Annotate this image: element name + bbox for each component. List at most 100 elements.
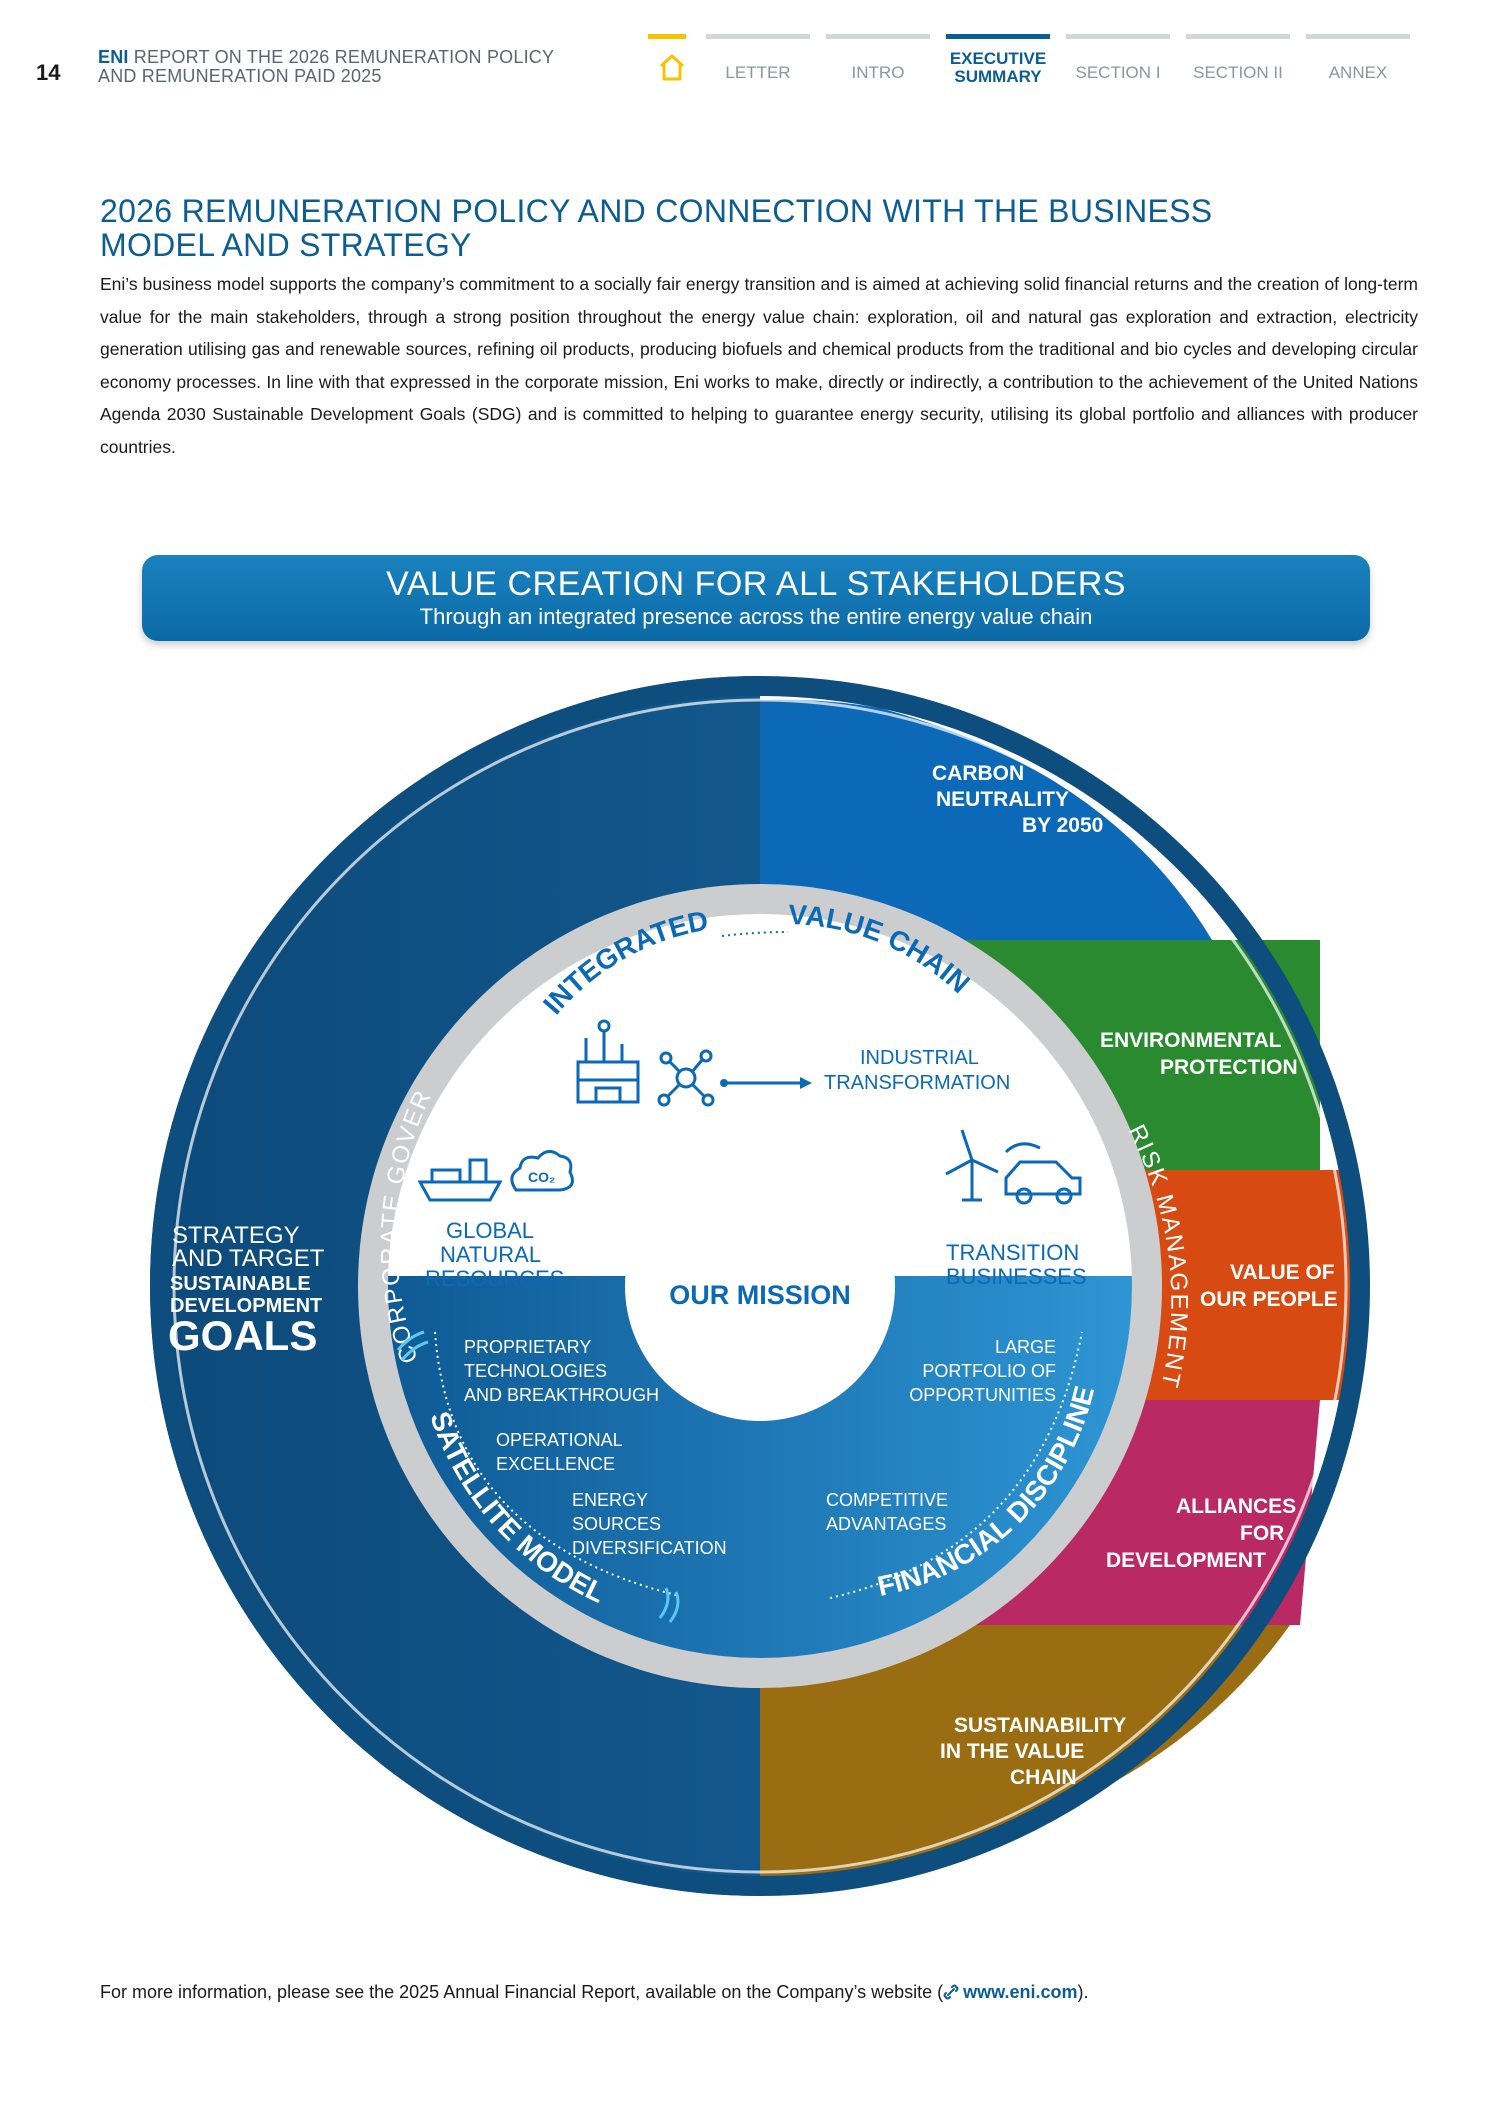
link-icon [943, 1984, 959, 2000]
wind-turbine-icon [945, 1129, 999, 1202]
report-title-line1: ENI REPORT ON THE 2026 REMUNERATION POLI… [98, 47, 555, 67]
nav-tab-label-line2: SUMMARY [954, 67, 1042, 86]
strategy-line1: STRATEGY [172, 1222, 300, 1249]
sustainability-line2: IN THE VALUE [940, 1740, 1084, 1763]
banner-subtitle: Through an integrated presence across th… [419, 604, 1093, 629]
nav-tab-label-line1: EXECUTIVE [949, 49, 1047, 68]
strategy-line4: DEVELOPMENT [170, 1295, 322, 1317]
dotted-connector-top [721, 931, 789, 937]
portfolio-line2: PORTFOLIO OF [922, 1361, 1056, 1381]
portfolio-line1: LARGE [995, 1337, 1056, 1357]
environment-line1: ENVIRONMENTAL [1100, 1029, 1282, 1052]
energy-line1: ENERGY [572, 1490, 648, 1510]
proprietary-line3: AND BREAKTHROUGH [464, 1385, 659, 1405]
nav-tab-label: SECTION I [1075, 63, 1161, 82]
nav-home-bar [648, 34, 686, 39]
footnote-text: For more information, please see the 202… [100, 1982, 944, 2002]
dotted-connector-right [829, 1331, 1083, 1599]
nav-tab-bar [1306, 34, 1410, 39]
co2-mark: CO₂ [528, 1169, 555, 1185]
wave-icon [396, 1330, 680, 1623]
nav-tab-label: INTRO [851, 63, 905, 82]
network-icon [657, 1049, 715, 1107]
nav-tab-bar [1066, 34, 1170, 39]
carbon-line1: CARBON [932, 762, 1024, 785]
page-number: 14 [36, 60, 61, 85]
nav-tab-bar [706, 34, 810, 39]
electric-car-icon [1004, 1142, 1082, 1205]
operational-line2: EXCELLENCE [496, 1454, 615, 1474]
proprietary-line2: TECHNOLOGIES [464, 1361, 607, 1381]
nav-tab-label: LETTER [725, 63, 791, 82]
carbon-line3: BY 2050 [1022, 814, 1103, 837]
section-title-line1: 2026 REMUNERATION POLICY AND CONNECTION … [100, 193, 1213, 229]
ship-icon [417, 1158, 503, 1202]
people-line1: VALUE OF [1230, 1261, 1335, 1284]
business-model-diagram: INTEGRATED VALUE CHAIN CORPORATE GOVERNA… [0, 660, 1370, 1896]
eni-website-link[interactable]: www.eni.com [943, 1982, 1078, 2002]
nav-tab-executive-summary[interactable]: EXECUTIVE SUMMARY [946, 34, 1050, 94]
section-title-line2: MODEL AND STRATEGY [100, 227, 472, 263]
industrial-line1: INDUSTRIAL [860, 1047, 979, 1069]
nav-tab-bar [946, 34, 1050, 39]
footnote: For more information, please see the 202… [100, 1982, 1089, 2003]
nav-tab-label: EXECUTIVE SUMMARY [946, 50, 1050, 86]
intro-paragraph: Eni’s business model supports the compan… [100, 274, 1418, 457]
transition-line2: BUSINESSES [946, 1264, 1087, 1289]
strategy-line2: AND TARGET [172, 1245, 325, 1272]
footnote-text-end: ). [1077, 1982, 1089, 2002]
alliances-line3: DEVELOPMENT [1106, 1549, 1266, 1572]
outer-rim [150, 676, 1370, 1896]
outer-rim-line [172, 698, 1348, 1874]
operational-line1: OPERATIONAL [496, 1430, 623, 1450]
strategy-line3: SUSTAINABLE [170, 1273, 311, 1295]
report-title: ENI REPORT ON THE 2026 REMUNERATION POLI… [98, 48, 554, 86]
co2-cloud-icon: CO₂ [510, 1150, 574, 1192]
carbon-line2: NEUTRALITY [936, 788, 1069, 811]
strategy-label: STRATEGY AND TARGET SUSTAINABLE DEVELOPM… [168, 1222, 325, 1359]
global-line2: NATURAL [440, 1242, 541, 1267]
refinery-icon [576, 1019, 640, 1104]
eni-website-link-text[interactable]: www.eni.com [963, 1982, 1078, 2002]
sustainability-line3: CHAIN [1010, 1766, 1077, 1789]
arrow-connector [720, 1077, 812, 1089]
proprietary-line1: PROPRIETARY [464, 1337, 591, 1357]
strategy-goals: GOALS [168, 1312, 317, 1359]
transition-line1: TRANSITION [946, 1240, 1079, 1265]
brand: ENI [98, 47, 129, 67]
nav-home[interactable] [648, 34, 686, 94]
mission-label: OUR MISSION [669, 1280, 851, 1310]
nav-tab-label: ANNEX [1328, 63, 1388, 82]
nav-tab-intro[interactable]: INTRO [826, 34, 930, 94]
nav-tab-section-i[interactable]: SECTION I [1066, 34, 1170, 94]
section-title: 2026 REMUNERATION POLICY AND CONNECTION … [100, 194, 1420, 262]
nav-tab-label: SECTION II [1193, 63, 1283, 82]
nav-tab-annex[interactable]: ANNEX [1306, 34, 1410, 94]
global-line3: RESOURCES [425, 1266, 564, 1291]
inner-lower-half [388, 1276, 1132, 1658]
value-creation-banner: VALUE CREATION FOR ALL STAKEHOLDERS Thro… [142, 555, 1370, 641]
mission-circle [625, 1151, 895, 1421]
alliances-line1: ALLIANCES [1176, 1495, 1296, 1518]
dotted-connector-left [434, 1331, 681, 1597]
environment-line2: PROTECTION [1160, 1056, 1298, 1079]
energy-line2: SOURCES [572, 1514, 661, 1534]
competitive-line2: ADVANTAGES [826, 1514, 946, 1534]
banner-title: VALUE CREATION FOR ALL STAKEHOLDERS [386, 565, 1126, 603]
report-title-line2: AND REMUNERATION PAID 2025 [98, 66, 382, 86]
competitive-line1: COMPETITIVE [826, 1490, 948, 1510]
portfolio-line3: OPPORTUNITIES [909, 1385, 1056, 1405]
nav-tab-letter[interactable]: LETTER [706, 34, 810, 94]
industrial-line2: TRANSFORMATION [824, 1072, 1010, 1094]
energy-line3: DIVERSIFICATION [572, 1538, 727, 1558]
nav-tab-bar [826, 34, 930, 39]
alliances-line2: FOR [1240, 1522, 1284, 1545]
people-line2: OUR PEOPLE [1200, 1288, 1338, 1311]
segment-carbon [760, 699, 1212, 940]
section-nav: LETTER INTRO EXECUTIVE SUMMARY SECTION I… [648, 34, 1418, 94]
global-line1: GLOBAL [446, 1218, 534, 1243]
sustainability-line1: SUSTAINABILITY [954, 1714, 1126, 1737]
segment-sustainability [760, 1625, 1290, 1880]
nav-tab-section-ii[interactable]: SECTION II [1186, 34, 1290, 94]
home-icon[interactable] [658, 52, 686, 82]
